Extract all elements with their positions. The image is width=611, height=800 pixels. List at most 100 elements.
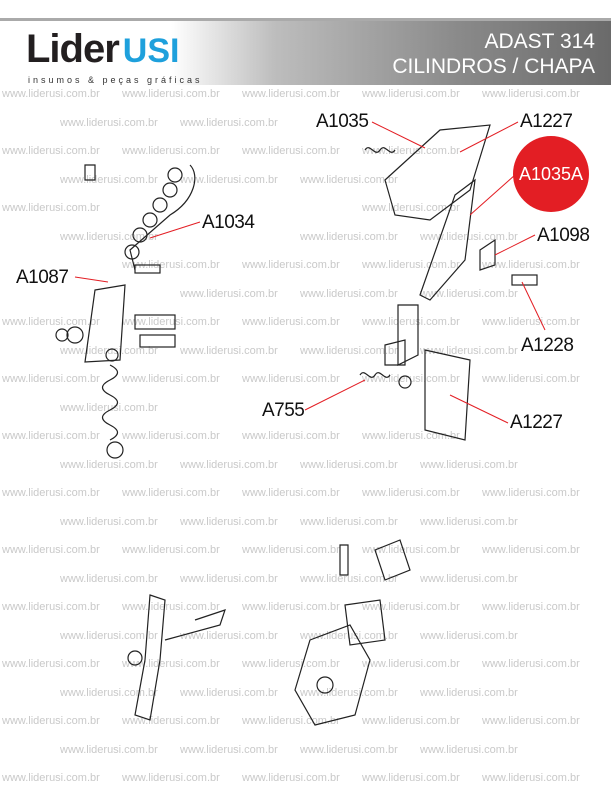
page-title: ADAST 314 CILINDROS / CHAPA [392,29,595,79]
part-label-a1098[interactable]: A1098 [537,225,590,246]
watermark-text: www.liderusi.com.br [362,316,460,328]
watermark-text: www.liderusi.com.br [2,88,100,100]
watermark-text: www.liderusi.com.br [122,430,220,442]
part-label-a1034[interactable]: A1034 [202,212,255,233]
watermark-text: www.liderusi.com.br [122,715,220,727]
watermark-text: www.liderusi.com.br [60,458,158,471]
watermark-text: www.liderusi.com.br [122,259,220,271]
logo-accent: USI [122,32,180,70]
watermark-text: www.liderusi.com.br [180,515,278,528]
watermark-text: www.liderusi.com.br [420,287,518,300]
watermark-text: www.liderusi.com.br [2,145,100,157]
watermark-text: www.liderusi.com.br [2,316,100,328]
part-label-a1228[interactable]: A1228 [521,335,574,356]
watermark-text: www.liderusi.com.br [242,430,340,442]
watermark-text: www.liderusi.com.br [60,515,158,528]
watermark-text: www.liderusi.com.br [122,145,220,157]
watermark-text: www.liderusi.com.br [420,629,518,642]
watermark-text: www.liderusi.com.br [362,601,460,613]
watermark-text: www.liderusi.com.br [242,658,340,670]
watermark-text: www.liderusi.com.br [2,715,100,727]
watermark-text: www.liderusi.com.br [60,401,158,414]
watermark-text: www.liderusi.com.br [242,88,340,100]
watermark-text: www.liderusi.com.br [482,316,580,328]
watermark-text: www.liderusi.com.br [122,316,220,328]
part-label-a1087[interactable]: A1087 [16,267,69,288]
part-label-a755[interactable]: A755 [262,400,305,421]
watermark-text: www.liderusi.com.br [122,373,220,385]
watermark-text: www.liderusi.com.br [300,743,398,756]
watermark-text: www.liderusi.com.br [420,572,518,585]
part-label-a1227-bottom[interactable]: A1227 [510,412,563,433]
watermark-text: www.liderusi.com.br [122,544,220,556]
watermark-text: www.liderusi.com.br [2,373,100,385]
watermark-text: www.liderusi.com.br [420,515,518,528]
watermark-text: www.liderusi.com.br [482,601,580,613]
logo-tagline: insumos & peças gráficas [28,75,203,85]
watermark-text: www.liderusi.com.br [420,344,518,357]
title-model: ADAST 314 [484,30,595,53]
watermark-text: www.liderusi.com.br [2,544,100,556]
watermark-text: www.liderusi.com.br [2,487,100,499]
leader-lines [74,121,546,424]
part-label-a1227-top[interactable]: A1227 [520,111,573,132]
watermark-text: www.liderusi.com.br [242,601,340,613]
watermark-text: www.liderusi.com.br [180,173,278,186]
watermark-text: www.liderusi.com.br [2,202,100,214]
watermark-text: www.liderusi.com.br [482,658,580,670]
watermark-text: www.liderusi.com.br [362,145,460,157]
watermark-text: www.liderusi.com.br [362,544,460,556]
watermark-text: www.liderusi.com.br [242,772,340,784]
watermark-text: www.liderusi.com.br [482,373,580,385]
watermark-text: www.liderusi.com.br [60,116,158,129]
watermark-text: www.liderusi.com.br [180,344,278,357]
watermark-text: www.liderusi.com.br [122,601,220,613]
watermark-text: www.liderusi.com.br [362,259,460,271]
watermark-text: www.liderusi.com.br [300,230,398,243]
watermark-text: www.liderusi.com.br [180,629,278,642]
watermark-text: www.liderusi.com.br [362,202,460,214]
watermark-text: www.liderusi.com.br [362,487,460,499]
watermark-text: www.liderusi.com.br [482,772,580,784]
watermark-text: www.liderusi.com.br [482,88,580,100]
watermark-text: www.liderusi.com.br [300,515,398,528]
watermark-text: www.liderusi.com.br [300,458,398,471]
watermark-text: www.liderusi.com.br [180,572,278,585]
watermark-text: www.liderusi.com.br [362,715,460,727]
watermark-text: www.liderusi.com.br [242,544,340,556]
watermark-text: www.liderusi.com.br [300,344,398,357]
watermark-text: www.liderusi.com.br [482,715,580,727]
watermark-text: www.liderusi.com.br [242,373,340,385]
bottom-assembly-drawing [127,539,411,726]
watermark-text: www.liderusi.com.br [180,116,278,129]
watermark-text: www.liderusi.com.br [122,487,220,499]
watermark-text: www.liderusi.com.br [2,430,100,442]
part-label-a1035a-highlight[interactable]: A1035A [513,136,589,212]
watermark-text: www.liderusi.com.br [60,629,158,642]
watermark-text: www.liderusi.com.br [362,658,460,670]
part-label-a1035[interactable]: A1035 [316,111,369,132]
watermark-text: www.liderusi.com.br [242,487,340,499]
watermark-text: www.liderusi.com.br [60,572,158,585]
watermark-text: www.liderusi.com.br [300,572,398,585]
watermark-text: www.liderusi.com.br [300,287,398,300]
watermark-text: www.liderusi.com.br [242,715,340,727]
watermark-text: www.liderusi.com.br [180,287,278,300]
watermark-text: www.liderusi.com.br [242,316,340,328]
watermark-text: www.liderusi.com.br [2,658,100,670]
watermark-text: www.liderusi.com.br [482,259,580,271]
logo-main: Lider [26,27,120,71]
watermark-text: www.liderusi.com.br [2,601,100,613]
left-assembly-drawing [55,164,196,459]
watermark-text: www.liderusi.com.br [122,88,220,100]
right-upper-assembly-drawing [359,124,538,441]
watermark-text: www.liderusi.com.br [362,772,460,784]
watermark-text: www.liderusi.com.br [122,658,220,670]
watermark-text: www.liderusi.com.br [2,772,100,784]
watermark-text: www.liderusi.com.br [420,458,518,471]
watermark-text: www.liderusi.com.br [60,686,158,699]
watermark-text: www.liderusi.com.br [300,686,398,699]
